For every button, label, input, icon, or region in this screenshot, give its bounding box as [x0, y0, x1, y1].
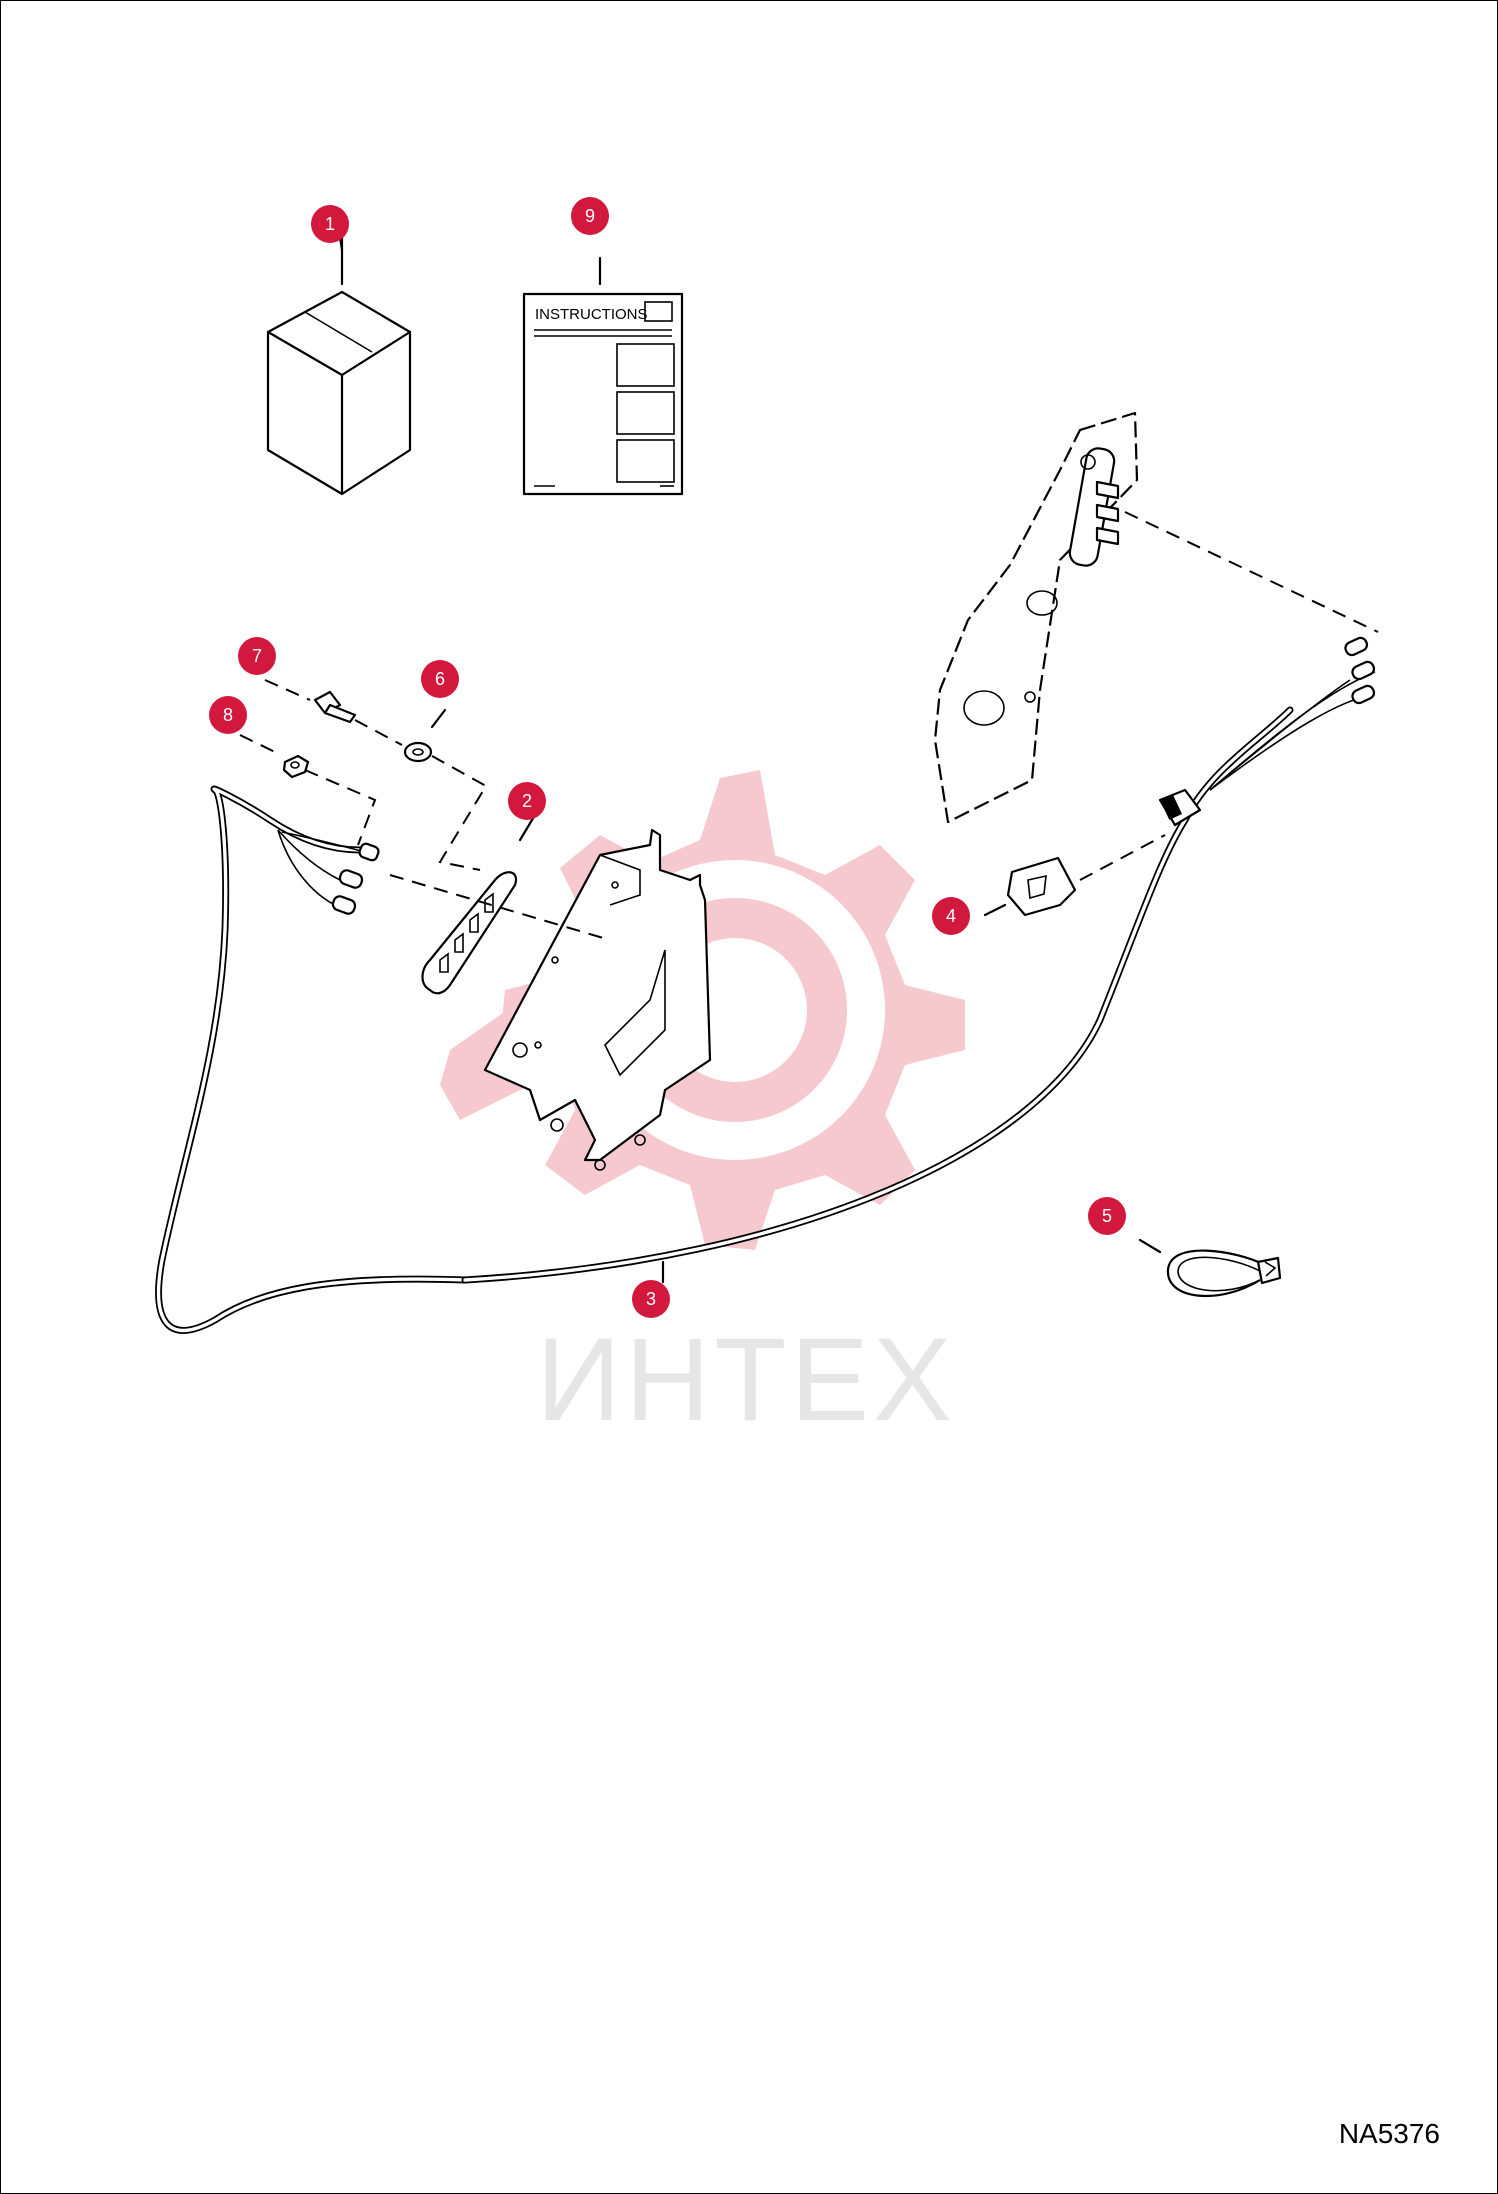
hardware-nut: [282, 754, 310, 779]
watermark-text: ИНТЕХ: [536, 1314, 956, 1446]
callout-2: 2: [508, 782, 546, 820]
wire-harness: [155, 636, 1376, 1334]
callout-3: 3: [632, 1280, 670, 1318]
hardware-screw: [313, 690, 357, 724]
callout-6-label: 6: [435, 669, 445, 689]
callout-8-circle: [209, 696, 247, 734]
callout-3-label: 3: [646, 1289, 656, 1309]
callout-4-circle: [932, 897, 970, 935]
callout-2-label: 2: [522, 791, 532, 811]
callout-6: 6: [421, 660, 459, 698]
callout-1-label: 1: [325, 214, 335, 234]
callout-7-label: 7: [252, 646, 262, 666]
bracket-center: [483, 828, 712, 1171]
callout-4-label: 4: [946, 906, 956, 926]
callout-7: 7: [238, 637, 276, 675]
callout-5-label: 5: [1102, 1206, 1112, 1226]
callout-6-circle: [421, 660, 459, 698]
callout-7-circle: [238, 637, 276, 675]
part-box: [266, 235, 412, 496]
callout-9: 9: [571, 197, 609, 235]
callout-2-circle: [508, 782, 546, 820]
drawing-code: NA5376: [1338, 2118, 1440, 2149]
callout-5-circle: [1088, 1197, 1126, 1235]
hardware-washer: [403, 741, 433, 763]
callout-8-label: 8: [223, 705, 233, 725]
instructions-sheet-label: INSTRUCTIONS: [535, 306, 648, 323]
mounting-panel-right: [933, 411, 1139, 824]
part-cover-4: [983, 834, 1166, 917]
callouts: 1 2 3 4 5 6 7 8 9: [209, 197, 1126, 1318]
callout-4: 4: [932, 897, 970, 935]
callout-3-circle: [632, 1280, 670, 1318]
callout-1: 1: [311, 205, 349, 243]
callout-5: 5: [1088, 1197, 1126, 1235]
callout-8: 8: [209, 696, 247, 734]
callout-9-circle: [571, 197, 609, 235]
callout-9-label: 9: [585, 206, 595, 226]
cable-tie: [1138, 1238, 1282, 1298]
callout-1-circle: [311, 205, 349, 243]
instructions-sheet: INSTRUCTIONS: [522, 256, 684, 496]
